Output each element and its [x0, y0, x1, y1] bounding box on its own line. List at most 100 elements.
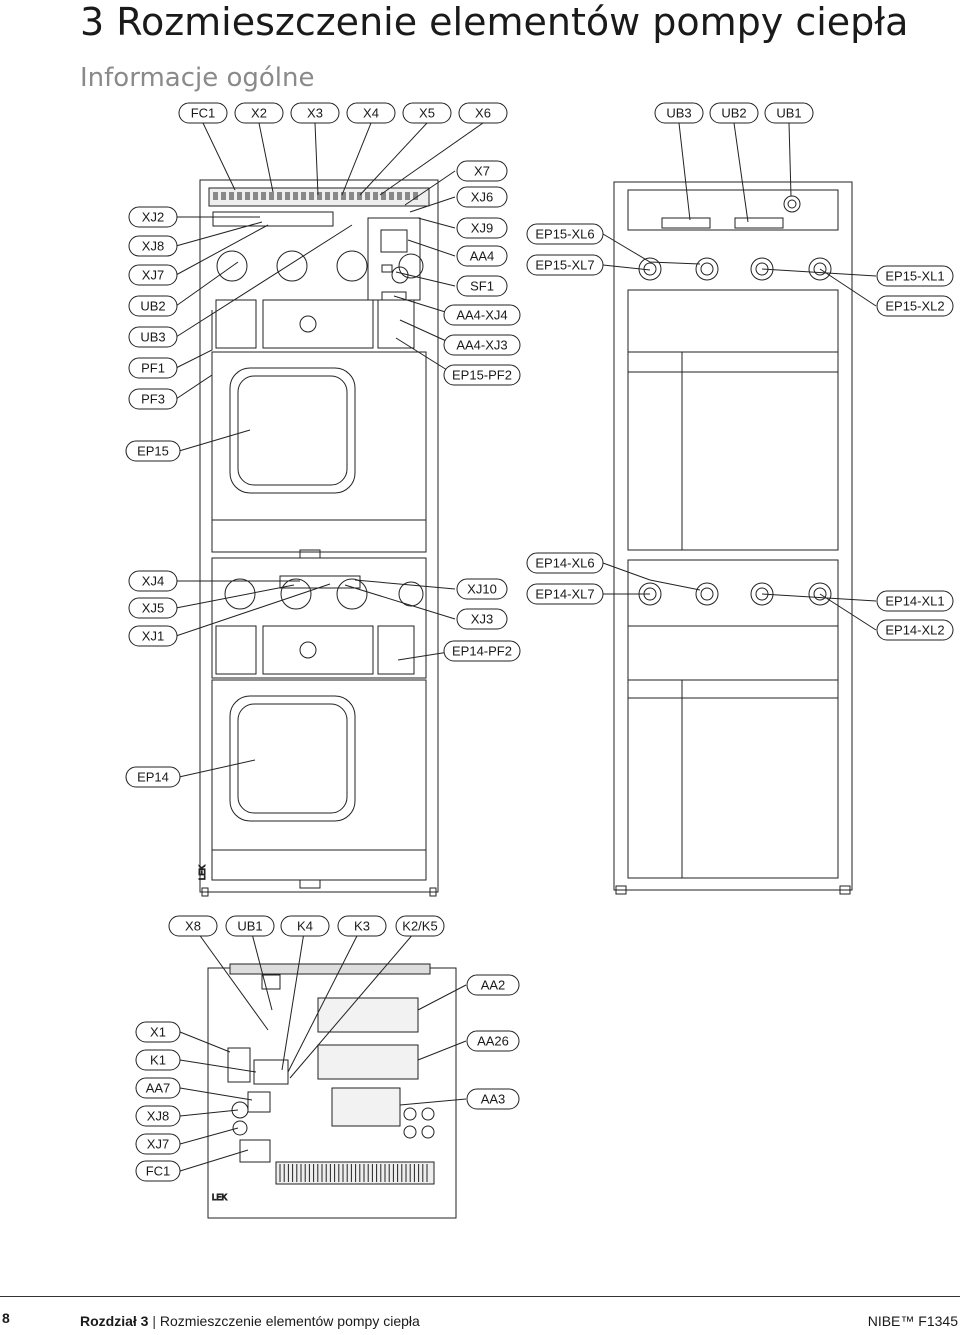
front-foot-left: [201, 887, 209, 897]
label-upper-mid-5: AA4-XJ4: [443, 304, 521, 326]
side-top-clip-2: [734, 217, 784, 229]
label-top-right-2: UB1: [764, 102, 814, 124]
label-side-lower-right-1-text: EP14-XL2: [885, 623, 944, 638]
label-upper-left-3-text: UB2: [140, 299, 165, 314]
terminal-block: [389, 192, 394, 200]
label-box-top-2: K4: [280, 915, 330, 937]
side-foot-right: [839, 885, 851, 895]
label-lower-mid-0-text: XJ10: [467, 582, 497, 597]
label-box-left-5: FC1: [135, 1160, 181, 1182]
lower-right-pipe-block: [377, 625, 415, 675]
leader-line: [354, 579, 456, 590]
label-top-5-text: X6: [475, 106, 491, 121]
label-upper-mid-3-outline: [456, 245, 508, 267]
leader-line: [258, 122, 274, 193]
leader-line: [602, 264, 651, 271]
label-top-0: FC1: [178, 102, 228, 124]
leader-line: [287, 925, 363, 1073]
label-box-top-1: UB1: [225, 915, 275, 937]
label-lower-mid-2-text: EP14-PF2: [452, 644, 512, 659]
leader-line: [178, 759, 256, 778]
label-upper-left-5-outline: [128, 357, 178, 379]
leader-line: [175, 584, 295, 609]
label-lower-mid-0-outline: [456, 578, 508, 600]
box-fitting-3: [403, 1125, 417, 1139]
leader-line: [289, 925, 421, 1079]
label-lower-left-0-text: XJ4: [142, 574, 164, 589]
label-ep14-outline: [125, 766, 181, 788]
label-box-top-2-text: K4: [297, 919, 313, 934]
terminal-block: [309, 192, 314, 200]
label-upper-mid-6-outline: [443, 334, 521, 356]
pipe-connection-mid: [276, 250, 308, 282]
lower-handle: [299, 879, 321, 889]
label-top-2-outline: [290, 102, 340, 124]
leader-line: [344, 584, 456, 620]
label-upper-left-2-outline: [128, 264, 178, 286]
label-top-4-text: X5: [419, 106, 435, 121]
label-top-4: X5: [402, 102, 452, 124]
brand-product: NIBE™ F1345: [868, 1313, 958, 1329]
upper-tank-window-inner: [237, 375, 348, 486]
lower-pipe-right: [336, 578, 368, 610]
box-top-vents: [229, 963, 431, 975]
leader-line: [417, 1040, 467, 1061]
terminal-block: [269, 192, 274, 200]
label-side-upper-right-1: EP15-XL2: [876, 295, 954, 317]
terminal-block: [333, 192, 338, 200]
leader-line: [179, 1109, 239, 1117]
side-pipe-lower-1: [695, 582, 719, 606]
terminal-block: [245, 192, 250, 200]
label-upper-mid-4-outline: [456, 275, 508, 297]
label-upper-mid-6-text: AA4-XJ3: [456, 338, 507, 353]
label-side-lower-right-0-outline: [876, 590, 954, 612]
leader-line: [417, 217, 456, 229]
label-upper-mid-4: SF1: [456, 275, 508, 297]
leader-line: [179, 1087, 253, 1101]
leader-line: [417, 984, 467, 1011]
label-lower-left-2: XJ1: [128, 625, 178, 647]
label-box-right-2-outline: [466, 1088, 520, 1110]
label-upper-mid-5-text: AA4-XJ4: [456, 308, 507, 323]
side-pipe-lower-2: [750, 582, 774, 606]
leader-line: [602, 233, 701, 265]
side-pipe-upper-3: [808, 257, 832, 281]
label-box-left-1-text: K1: [150, 1053, 166, 1068]
side-pipe-lower-inner-3: [813, 587, 827, 601]
label-box-left-3-text: XJ8: [147, 1109, 169, 1124]
leader-line: [407, 239, 456, 257]
lower-compressor-housing: [262, 625, 374, 675]
label-box-top-3-text: K3: [354, 919, 370, 934]
label-box-right-1-outline: [466, 1030, 520, 1052]
side-upper-panel: [627, 289, 839, 551]
label-upper-mid-1-outline: [456, 186, 508, 208]
board-aa2: [317, 997, 419, 1033]
terminal-block: [365, 192, 370, 200]
side-lower-top: [627, 559, 839, 627]
label-box-left-5-text: FC1: [146, 1164, 171, 1179]
display-window: [380, 229, 408, 253]
label-top-2: X3: [290, 102, 340, 124]
connector-xj7: [232, 1120, 248, 1136]
label-upper-mid-4-text: SF1: [470, 279, 494, 294]
label-upper-left-3-outline: [128, 295, 178, 317]
label-side-upper-right-0-text: EP15-XL1: [885, 269, 944, 284]
label-top-right-0: UB3: [654, 102, 704, 124]
label-box-right-2-text: AA3: [481, 1092, 506, 1107]
leader-line: [395, 337, 456, 376]
leader-line: [379, 122, 484, 196]
terminal-block: [325, 192, 330, 200]
label-lower-mid-0: XJ10: [456, 578, 508, 600]
section-subtitle: Informacje ogólne: [80, 63, 315, 93]
label-upper-left-1-text: XJ8: [142, 239, 164, 254]
leader-line: [249, 925, 273, 1011]
label-box-top-4: K2/K5: [395, 915, 445, 937]
leader-lines: [175, 122, 877, 1172]
label-lower-left-2-outline: [128, 625, 178, 647]
leader-line: [179, 1031, 231, 1053]
label-side-lower-right-0-text: EP14-XL1: [885, 594, 944, 609]
label-top-0-text: FC1: [191, 106, 216, 121]
terminal-block: [261, 192, 266, 200]
